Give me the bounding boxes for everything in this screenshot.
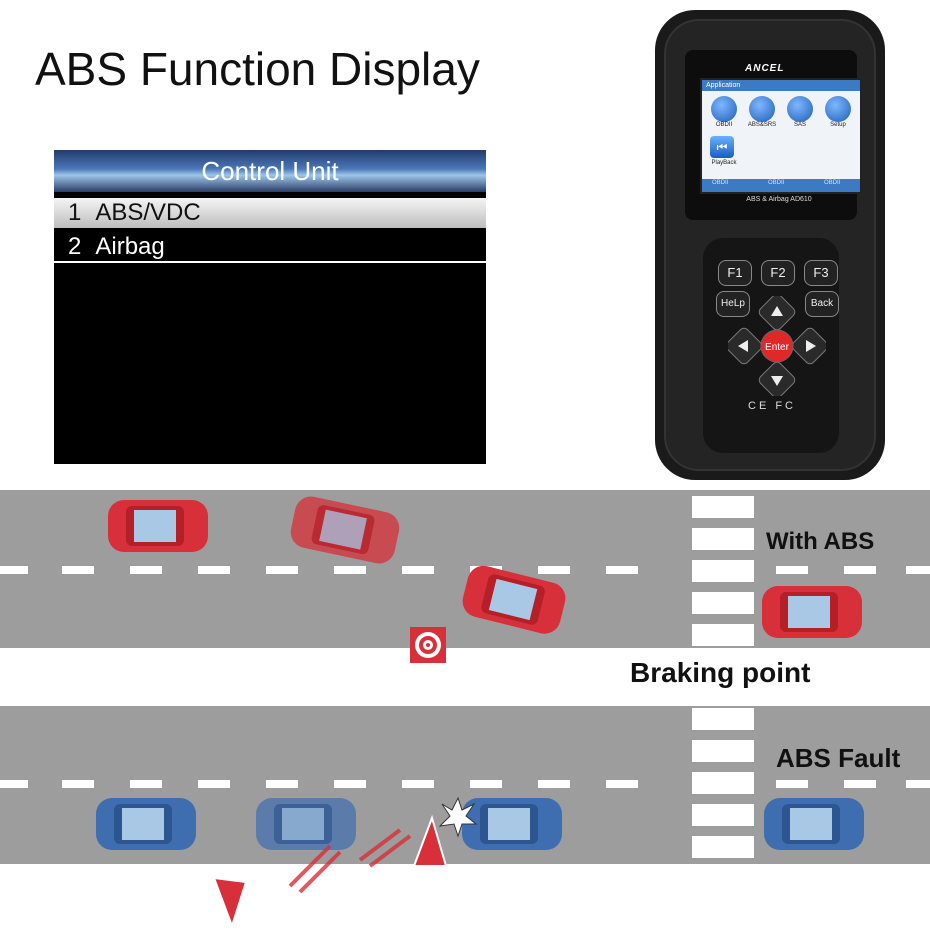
f1-key[interactable]: F1 (718, 260, 752, 286)
screen-header-title: Control Unit (201, 156, 339, 186)
traffic-cone-icon (412, 814, 448, 867)
red-car-steering (462, 565, 566, 634)
device-screen: Application OBDII ABS&SRS SAS Setup ⏮ Pl… (700, 78, 862, 194)
control-unit-screen: Control Unit 1 ABS/VDC 2 Airbag (54, 150, 486, 464)
menu-item-abs-vdc[interactable]: 1 ABS/VDC (54, 198, 486, 228)
status-bar: OBDII OBDII OBDII (702, 179, 860, 192)
app-label: OBDII (715, 122, 733, 128)
playback-label: PlayBack (711, 160, 737, 166)
help-key[interactable]: HeLp (716, 291, 750, 317)
label-abs-fault: ABS Fault (776, 743, 901, 773)
steering-wheel-icon (787, 96, 813, 122)
page-title: ABS Function Display (35, 43, 480, 95)
status-item: OBDII (768, 180, 785, 186)
app-obdii[interactable]: OBDII (706, 96, 742, 128)
red-car-skidding (290, 496, 400, 564)
app-bar: Application (702, 80, 860, 91)
enter-key-label: Enter (765, 342, 790, 353)
app-abs-srs[interactable]: ABS&SRS (744, 96, 780, 128)
blue-car-passed (764, 798, 864, 850)
blue-car-crashed (462, 798, 562, 850)
menu-item-number: 1 (68, 199, 82, 226)
app-label: Setup (830, 122, 846, 128)
certification-marks: CE FC (748, 400, 796, 412)
gear-icon (825, 96, 851, 122)
app-label: SAS (793, 122, 806, 128)
back-key[interactable]: Back (805, 291, 839, 317)
brand-logo: ANCEL (745, 63, 785, 74)
road-bottom-markings (0, 708, 930, 930)
menu-item-label: Airbag (95, 233, 165, 260)
red-car (108, 500, 208, 552)
app-sas[interactable]: SAS (782, 96, 818, 128)
red-car-passed (762, 586, 862, 638)
playback-icon[interactable]: ⏮ (710, 136, 734, 158)
status-item: OBDII (712, 180, 729, 186)
target-icon (410, 627, 446, 663)
blue-car (96, 798, 196, 850)
arrow-left-icon (738, 340, 748, 352)
blue-car-skidding (256, 798, 356, 850)
app-setup[interactable]: Setup (820, 96, 856, 128)
label-with-abs: With ABS (766, 528, 875, 555)
engine-icon (711, 96, 737, 122)
direction-pad: Enter (728, 296, 826, 396)
arrow-down-icon (771, 376, 783, 386)
menu-item-airbag[interactable]: 2 Airbag (54, 233, 486, 263)
arrow-right-icon (806, 340, 816, 352)
abs-srs-icon (749, 96, 775, 122)
screen-header: Control Unit (54, 150, 486, 192)
label-braking-point: Braking point (630, 657, 811, 688)
menu-item-label: ABS/VDC (95, 199, 201, 226)
enter-key[interactable] (760, 329, 794, 363)
f3-key[interactable]: F3 (804, 260, 838, 286)
road-top-markings (0, 496, 930, 646)
skid-marks (288, 828, 412, 894)
device-model-label: ABS & Airbag AD610 (746, 196, 812, 203)
f2-key[interactable]: F2 (761, 260, 795, 286)
traffic-cone-fallen-icon (212, 876, 248, 930)
arrow-up-icon (771, 306, 783, 316)
app-label: ABS&SRS (747, 122, 777, 128)
menu-item-number: 2 (68, 233, 82, 260)
impact-icon (438, 796, 478, 838)
status-item: OBDII (824, 180, 841, 186)
